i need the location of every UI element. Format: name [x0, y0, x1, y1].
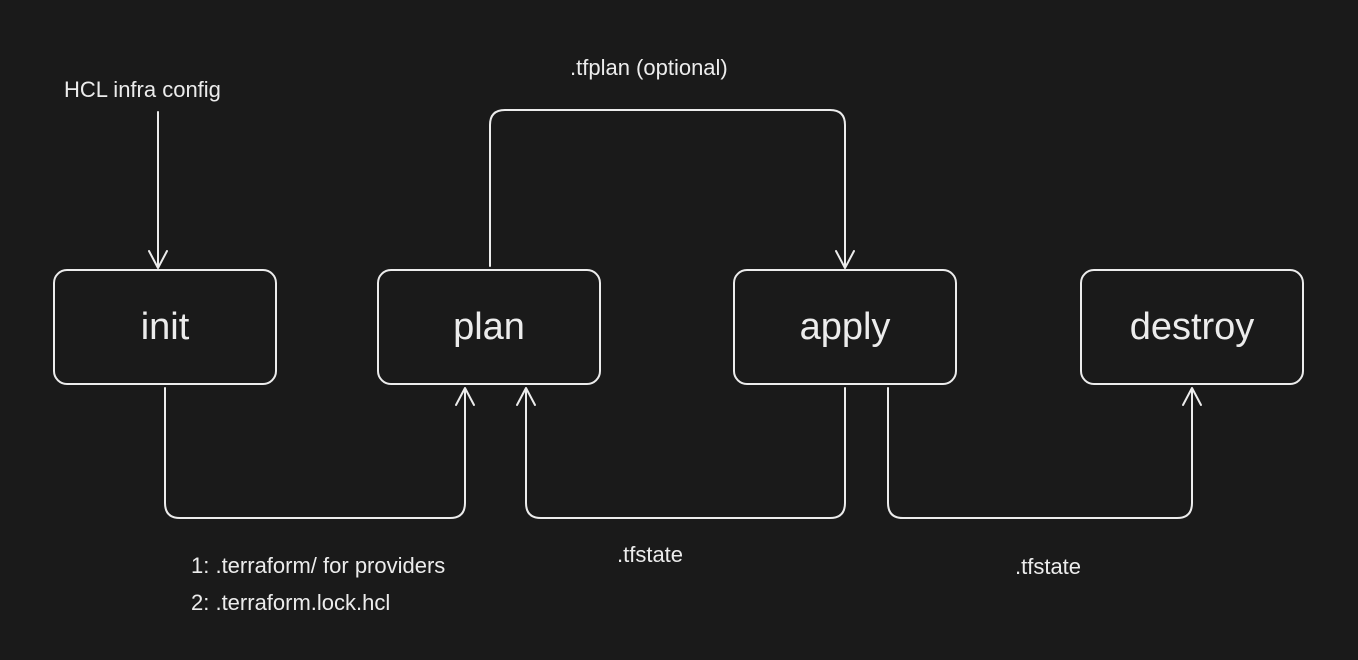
tfplan-edge-label: .tfplan (optional)	[570, 55, 728, 80]
arrow-plan-to-apply	[489, 109, 846, 267]
plan-node: plan	[377, 269, 601, 385]
apply-to-destroy-tfstate-label: .tfstate	[1015, 554, 1082, 579]
apply-to-plan-tfstate-label: .tfstate	[617, 542, 684, 567]
apply-node-label: apply	[799, 306, 891, 348]
destroy-node-label: destroy	[1129, 306, 1255, 348]
arrowhead-init-to-plan	[455, 387, 475, 406]
arrow-apply-to-destroy	[887, 387, 1193, 519]
plan-node-label: plan	[453, 306, 525, 348]
arrowhead-apply-to-destroy	[1182, 387, 1202, 406]
init-output-line-1: 1: .terraform/ for providers	[191, 553, 446, 578]
arrow-init-to-plan	[164, 387, 466, 519]
arrowhead-config-to-init	[148, 250, 168, 269]
arrow-apply-to-plan	[525, 387, 846, 519]
arrowhead-apply-to-plan	[516, 387, 536, 406]
input-config-label: HCL infra config	[64, 77, 221, 102]
init-output-line-2: 2: .terraform.lock.hcl	[191, 590, 391, 615]
destroy-node: destroy	[1080, 269, 1304, 385]
apply-node: apply	[733, 269, 957, 385]
init-node-label: init	[140, 306, 190, 348]
arrowhead-plan-to-apply	[835, 250, 855, 269]
init-node: init	[53, 269, 277, 385]
